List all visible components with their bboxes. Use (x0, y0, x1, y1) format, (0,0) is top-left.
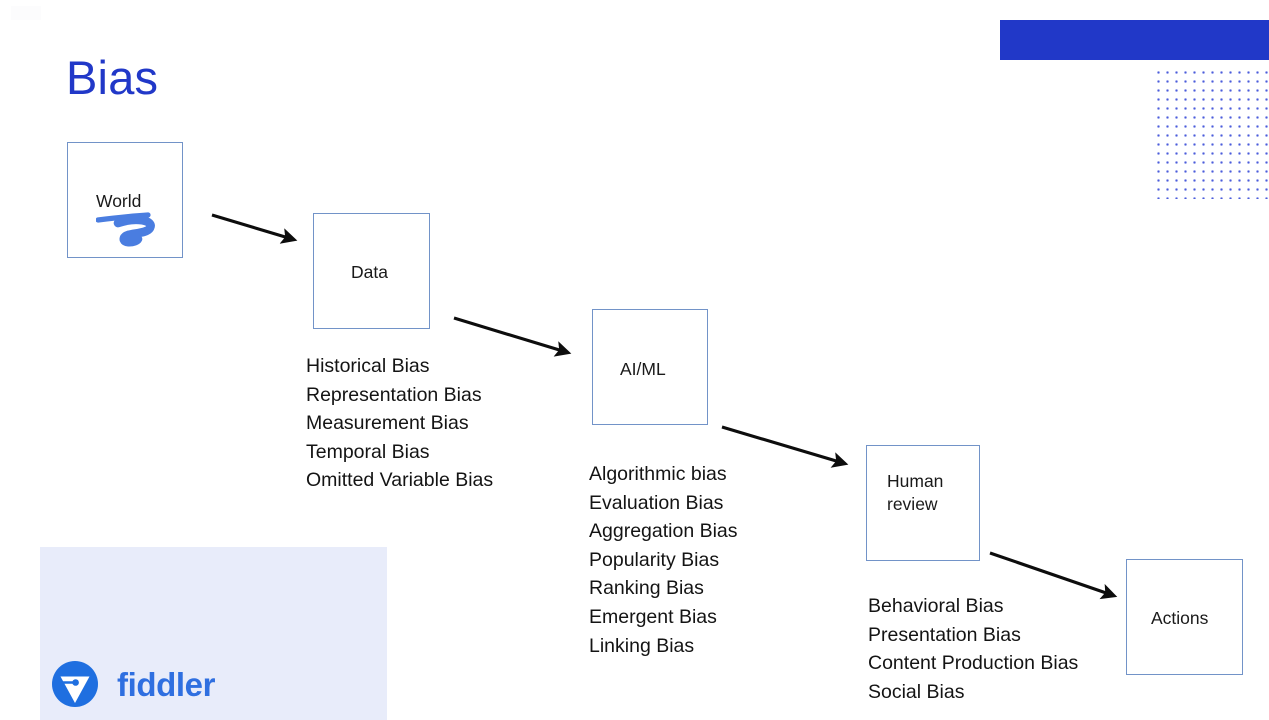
flow-node-aiml-label: AI/ML (620, 359, 666, 379)
arrow-human-to-actions (989, 551, 1118, 600)
bias-list-item: Emergent Bias (589, 605, 717, 628)
bias-list-item: Social Bias (868, 680, 965, 703)
flow-node-data-label: Data (351, 262, 388, 282)
bias-list-item: Temporal Bias (306, 440, 430, 463)
flow-node-actions-label: Actions (1151, 608, 1209, 628)
corner-artifact (11, 6, 41, 20)
bias-list-item: Evaluation Bias (589, 491, 724, 514)
bias-list-human-stage: Behavioral Bias Presentation Bias Conten… (868, 592, 1078, 706)
bias-list-item: Historical Bias (306, 355, 430, 377)
bias-list-item: Presentation Bias (868, 623, 1021, 646)
brand-logo: fiddler (51, 660, 215, 708)
logo-panel (40, 547, 387, 720)
decor-dot-grid (1152, 66, 1269, 199)
bias-list-item: Ranking Bias (589, 577, 704, 600)
bias-list-item: Linking Bias (589, 634, 695, 657)
page-title: Bias (66, 51, 159, 104)
flow-node-human-review (866, 445, 980, 561)
bias-list-item: Omitted Variable Bias (306, 469, 494, 492)
arrow-world-to-data (211, 213, 298, 244)
flow-node-world-label: World (96, 191, 142, 211)
bias-list-item: Content Production Bias (868, 652, 1079, 675)
bias-list-item: Behavioral Bias (868, 595, 1004, 617)
arrow-aiml-to-human (721, 425, 849, 468)
flow-node-human-review-label: Human review (887, 471, 944, 515)
fiddler-logo-icon (52, 661, 98, 707)
bias-list-item: Aggregation Bias (589, 520, 738, 543)
bias-list-model-stage: Algorithmic bias Evaluation Bias Aggrega… (589, 460, 738, 660)
flow-node-actions (1126, 559, 1243, 675)
flow-node-aiml (592, 309, 708, 425)
arrow-data-to-aiml (453, 316, 572, 357)
decor-top-bar (1000, 20, 1269, 60)
bias-list-item: Algorithmic bias (589, 463, 727, 485)
bias-list-item: Measurement Bias (306, 412, 469, 435)
fiddler-wordmark: fiddler (117, 665, 216, 703)
flow-node-data (313, 213, 430, 329)
bias-list-item: Representation Bias (306, 383, 482, 406)
bias-list-item: Popularity Bias (589, 548, 720, 571)
scribble-annotation-icon (96, 212, 155, 247)
bias-list-data-stage: Historical Bias Representation Bias Meas… (306, 352, 493, 495)
